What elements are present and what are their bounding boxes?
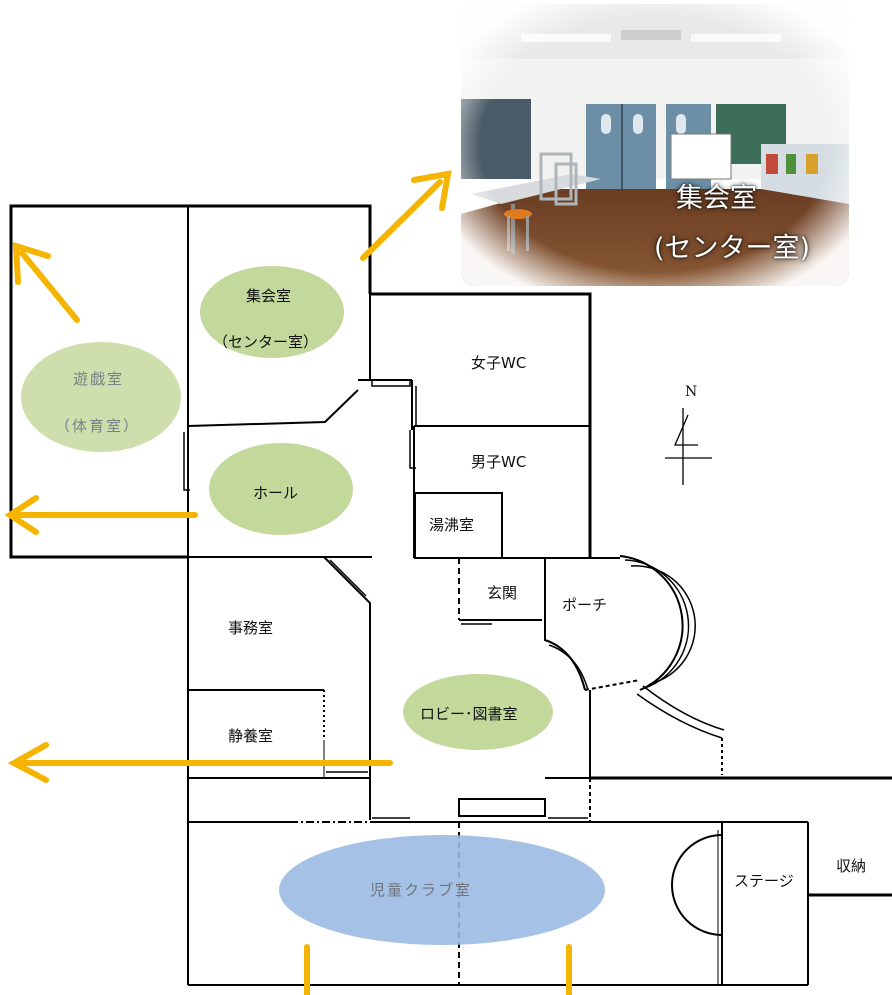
assembly-room-photo: 集会室 (センター室) xyxy=(461,4,849,286)
stage-label: ステージ xyxy=(734,872,794,890)
kettle-room-label: 湯沸室 xyxy=(429,516,475,534)
porch-label: ポーチ xyxy=(562,596,608,614)
office-label: 事務室 xyxy=(228,619,274,637)
kids-club-label: 児童クラブ室 xyxy=(370,881,473,899)
hall-highlight xyxy=(209,443,353,535)
playroom-label: 遊戯室 xyxy=(73,370,125,388)
assembly-room-label: 集会室 xyxy=(246,287,292,305)
photo-illustration xyxy=(461,4,849,286)
hall-label: ホール xyxy=(253,484,299,502)
direction-arrows xyxy=(4,170,572,995)
lobby-library-label: ロビー･図書室 xyxy=(420,705,518,723)
arrow-playroom-icon xyxy=(19,250,80,323)
arrow-to-photo-icon xyxy=(360,179,443,261)
photo-caption-subtitle: (センター室) xyxy=(654,233,811,264)
assembly-highlight xyxy=(200,266,344,358)
kids-club-highlight xyxy=(279,835,605,945)
rest-room-label: 静養室 xyxy=(228,727,274,745)
assembly-room-sublabel: （センター室） xyxy=(213,333,319,351)
lobby-highlight xyxy=(403,674,553,750)
playroom-highlight xyxy=(21,342,181,452)
storage-label: 収納 xyxy=(836,857,867,875)
mens-wc-label: 男子WC xyxy=(471,453,527,471)
entrance-label: 玄関 xyxy=(487,584,518,602)
womens-wc-label: 女子WC xyxy=(471,354,527,372)
photo-caption-title: 集会室 xyxy=(676,183,757,214)
compass-north-label: N xyxy=(685,384,698,400)
compass-icon xyxy=(665,408,712,485)
playroom-sublabel: （体育室） xyxy=(55,417,141,435)
